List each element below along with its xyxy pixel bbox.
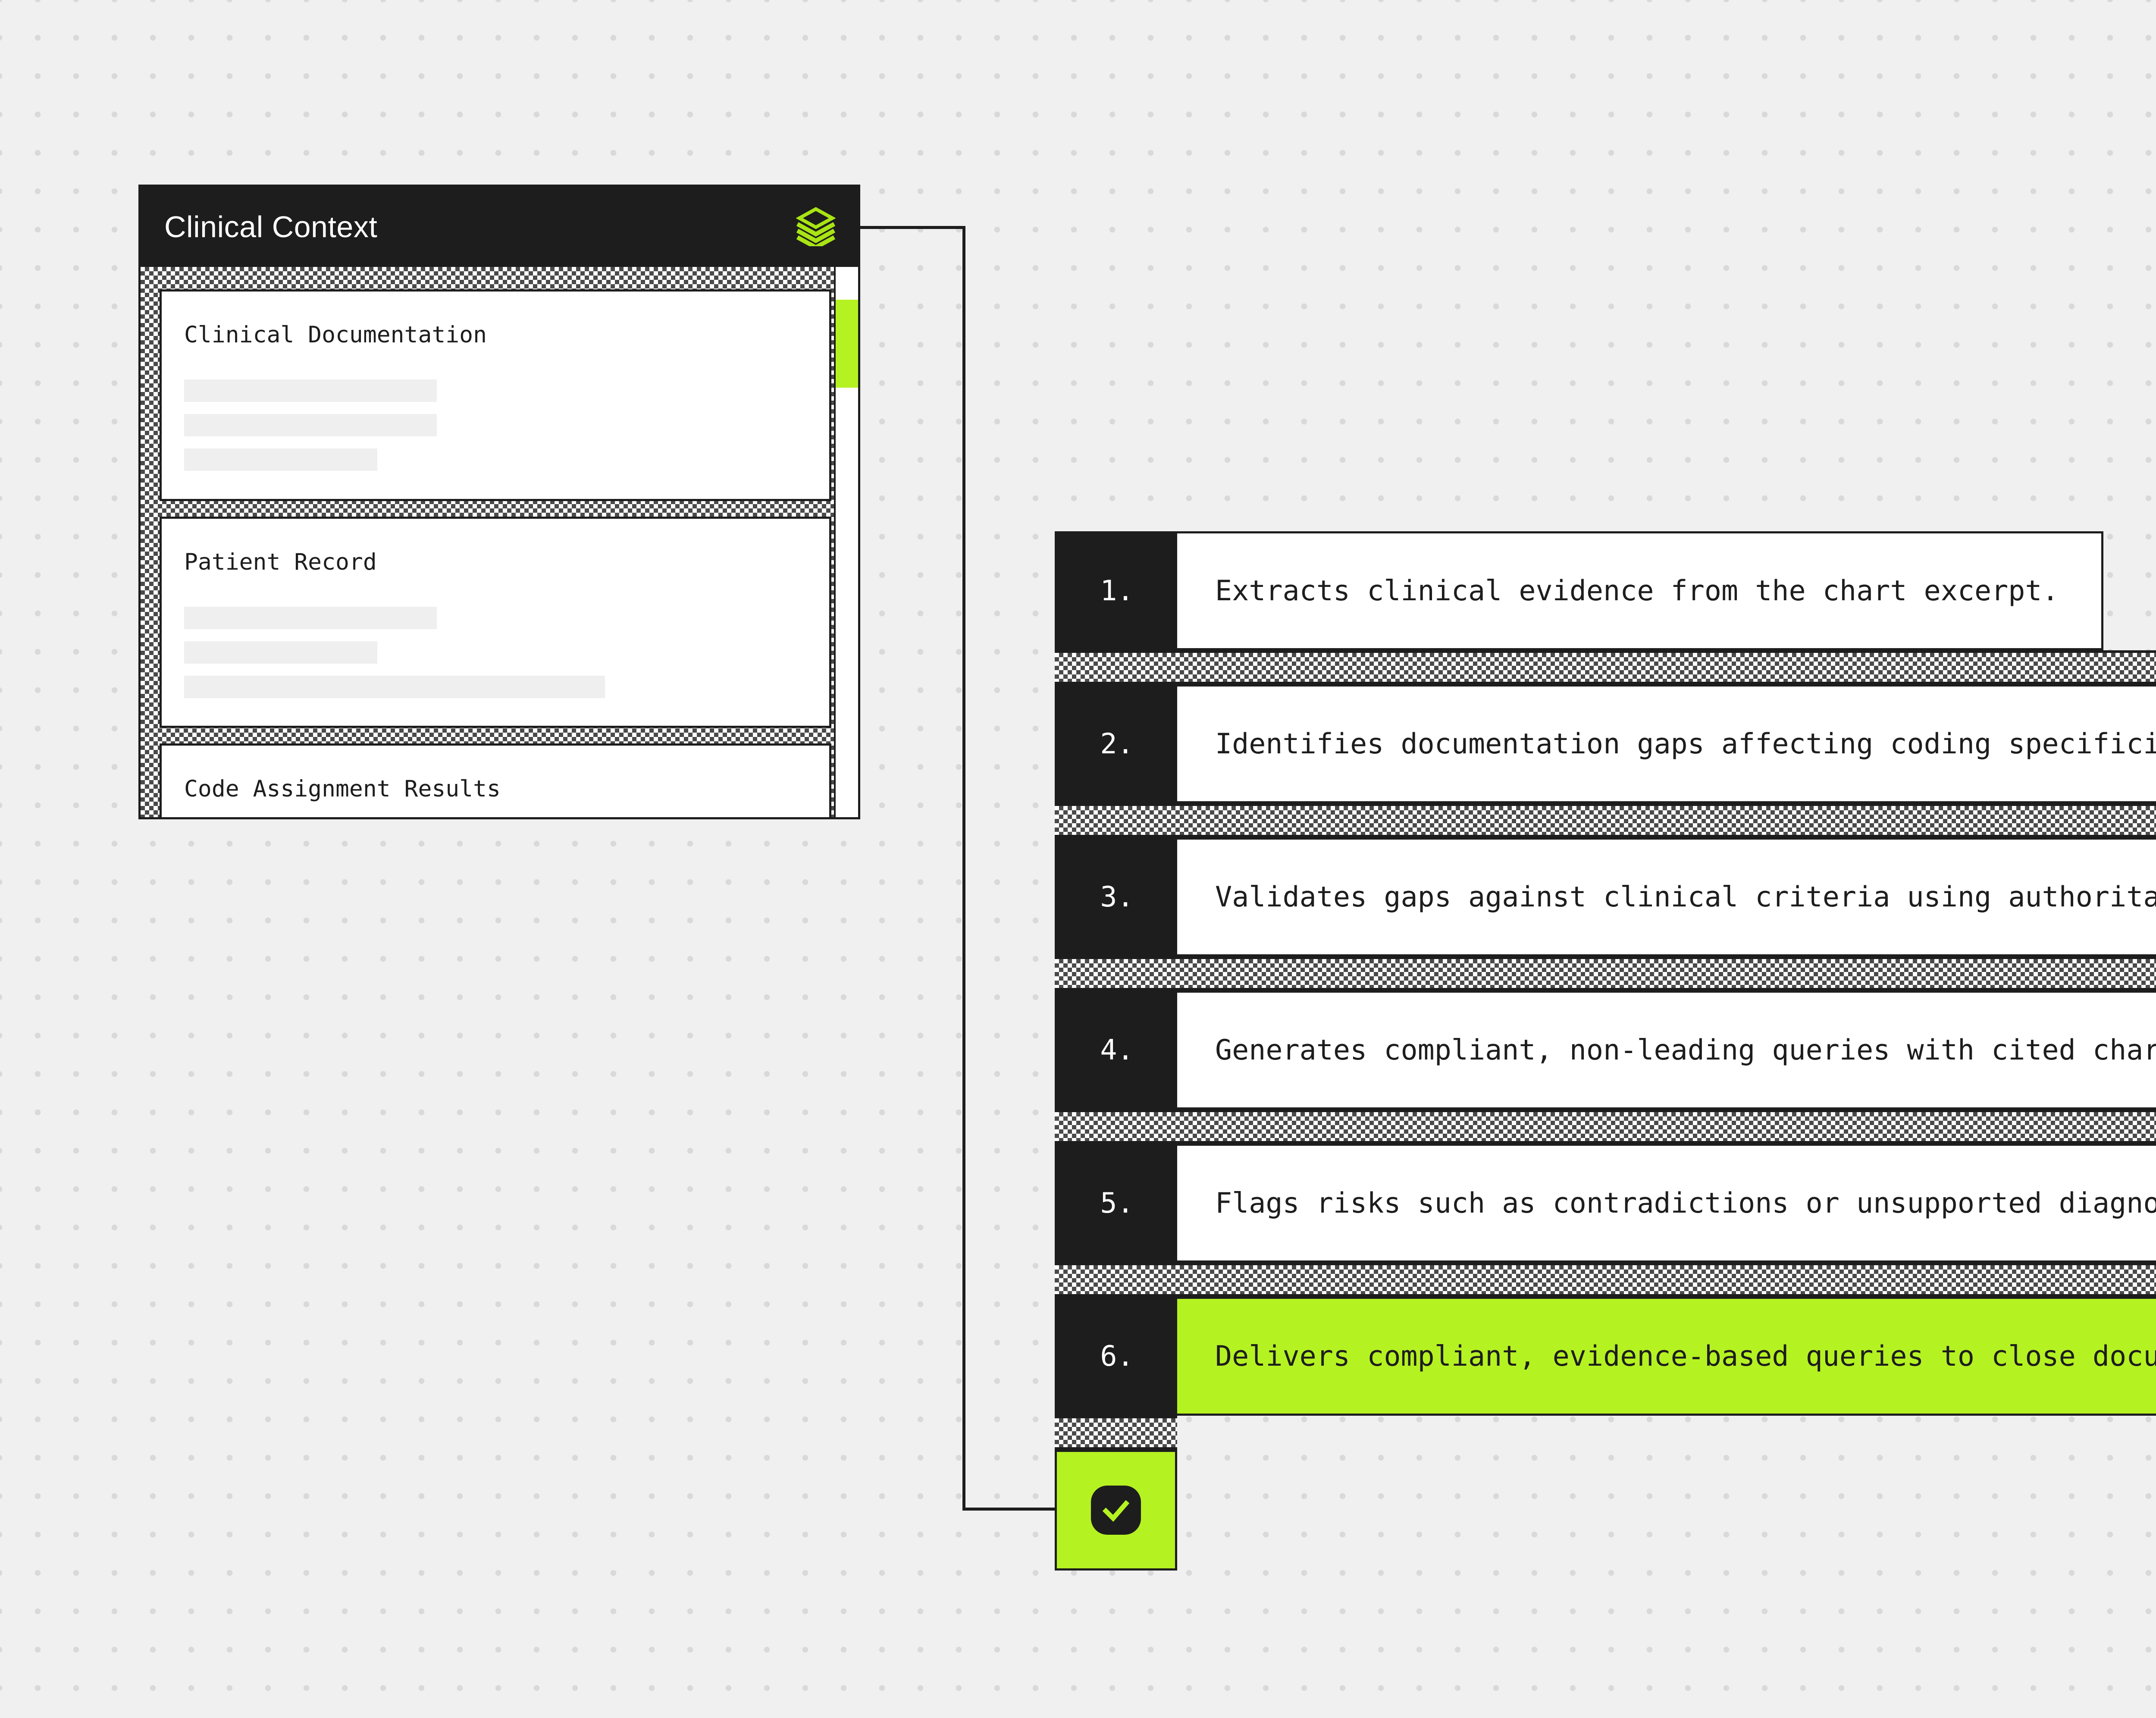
step-row-2: 2.Identifies documentation gaps affectin… [1055,684,2156,803]
checker-connector-band [1055,956,2156,991]
card-title: Clinical Context [164,210,378,244]
placeholder-bar [184,641,377,664]
step-number: 5. [1057,1146,1177,1260]
step-row-3: 3.Validates gaps against clinical criter… [1055,837,2156,956]
step-description: Flags risks such as contradictions or un… [1177,1146,2156,1260]
step-number: 4. [1057,993,1177,1107]
placeholder-bars [184,379,812,471]
step-number: 3. [1057,840,1177,954]
check-icon [1091,1486,1141,1535]
checker-connector-band [1055,1110,2156,1144]
scrollbar-track [834,267,858,817]
section-title: Clinical Documentation [184,322,487,348]
steps-flow: 1.Extracts clinical evidence from the ch… [1055,531,2156,1575]
placeholder-bars [184,607,812,698]
checker-connector-band [1055,803,2156,837]
step-description: Identifies documentation gaps affecting … [1177,687,2156,801]
step-row-1: 1.Extracts clinical evidence from the ch… [1055,531,2103,650]
card-section: Patient Record [160,517,831,728]
placeholder-bar [184,379,437,402]
step-number: 2. [1057,687,1177,801]
step-row-4: 4.Generates compliant, non-leading queri… [1055,991,2156,1110]
step-row-6: 6.Delivers compliant, evidence-based que… [1055,1297,2156,1416]
step-number: 1. [1057,533,1177,648]
checker-connector-band [1055,1416,1177,1450]
step-description: Validates gaps against clinical criteria… [1177,840,2156,954]
placeholder-bar [184,676,605,698]
card-header: Clinical Context [141,187,858,267]
layers-icon [796,207,836,250]
completion-box [1055,1450,1177,1571]
connector-line-vertical [962,226,965,1511]
connector-line-top [860,226,965,229]
card-section: Code Assignment Results [160,743,831,817]
step-description: Extracts clinical evidence from the char… [1177,533,2101,648]
step-description: Delivers compliant, evidence-based queri… [1177,1299,2156,1414]
placeholder-bar [184,414,437,436]
placeholder-bar [184,448,377,471]
connector-line-bottom [962,1508,1055,1511]
card-section: Clinical Documentation [160,289,831,501]
section-title: Patient Record [184,549,377,575]
placeholder-bar [184,607,437,629]
step-number: 6. [1057,1299,1177,1414]
checker-connector-band [1055,1263,2156,1297]
step-row-5: 5.Flags risks such as contradictions or … [1055,1144,2156,1263]
section-title: Code Assignment Results [184,776,501,802]
scrollbar-thumb [836,300,858,388]
checker-connector-band [1055,650,2156,684]
step-description: Generates compliant, non-leading queries… [1177,993,2156,1107]
